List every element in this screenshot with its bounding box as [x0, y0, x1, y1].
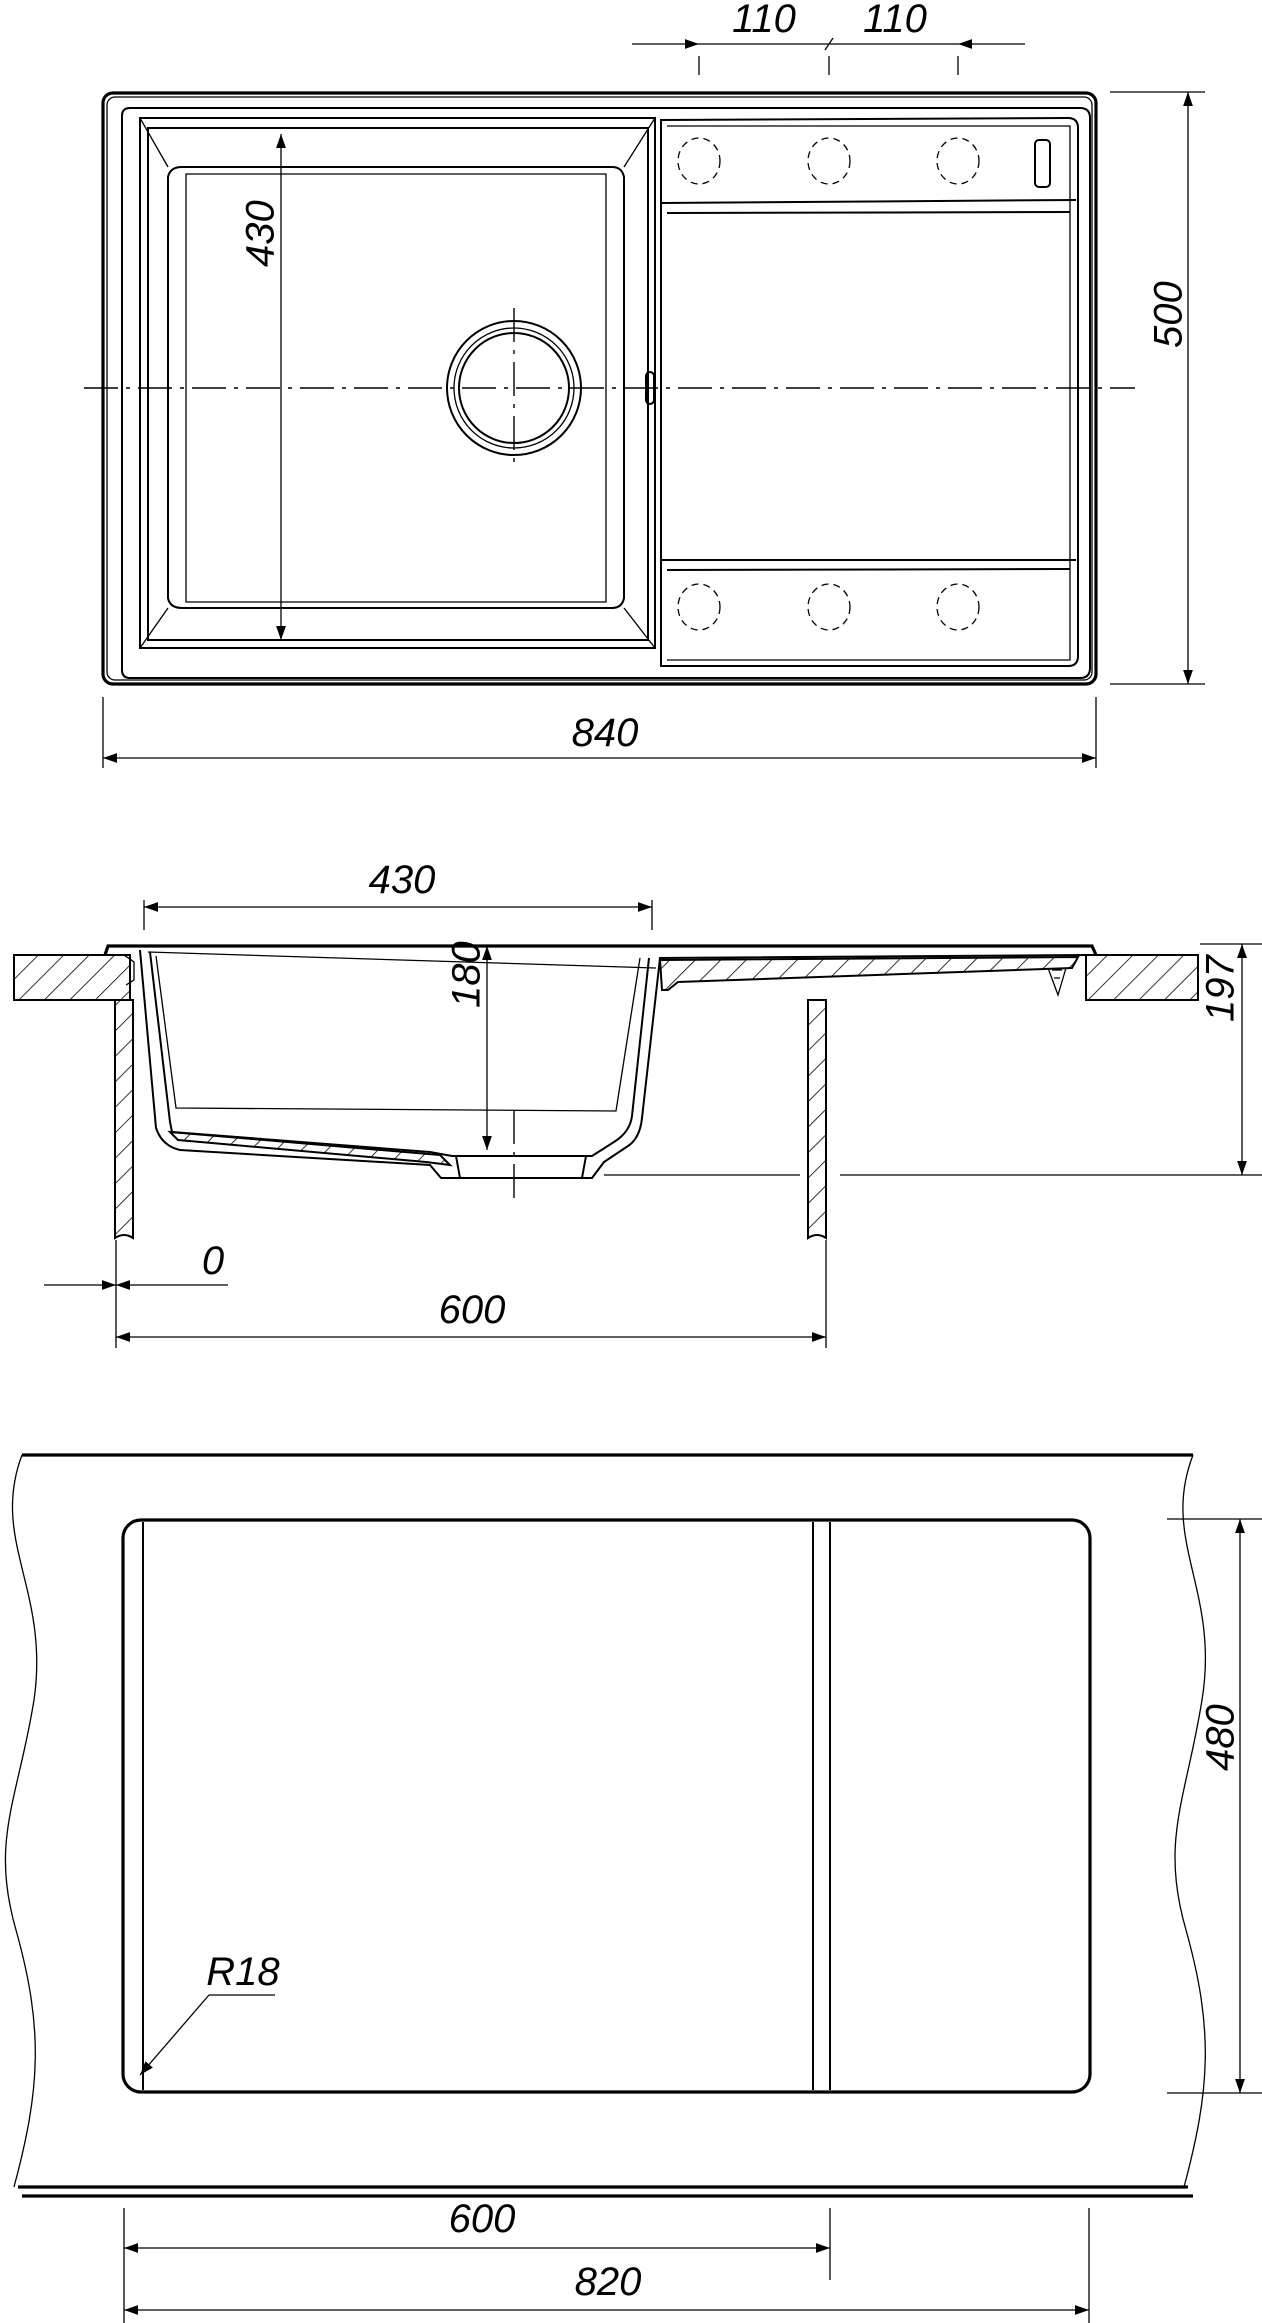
faucet-hole-icon: [677, 583, 721, 631]
faucet-hole-icon: [936, 583, 980, 631]
faucet-hole-icon: [807, 583, 851, 631]
cutout-view: R18 480 600 820: [4, 1453, 1262, 2323]
dim-corner-radius: R18: [206, 1950, 280, 1994]
overflow-detail-icon: [1047, 967, 1067, 998]
break-line-left: [4, 1454, 38, 2188]
dim-faucet-spacing-right: 110: [863, 0, 927, 41]
section-view: 430 180 197 0 600: [13, 858, 1262, 1348]
bowl-floor: [167, 166, 625, 609]
dim-offset: 0: [202, 1239, 224, 1283]
dim-bowl-depth-section: 180: [445, 941, 489, 1008]
dim-bowl-section-width: 600: [449, 2197, 516, 2241]
mounting-clip-icon: [123, 954, 135, 986]
drainboard: [660, 116, 1079, 667]
cabinet-wall-left: [114, 999, 134, 1240]
dim-bowl-width: 430: [369, 858, 436, 902]
faucet-holes-bottom: [677, 583, 980, 631]
faucet-holes-top: [677, 137, 980, 185]
dim-cabinet-width: 600: [439, 1288, 506, 1332]
countertop-right: [1085, 954, 1199, 1001]
cabinet-wall-right: [807, 999, 827, 1240]
dim-cutout-depth: 480: [1199, 1704, 1243, 1771]
top-view: 110 110 430 500 840: [84, 0, 1205, 768]
sink-inner-rim: [121, 107, 1091, 679]
faucet-hole-icon: [677, 137, 721, 185]
dispenser-slot-icon: [1034, 139, 1051, 188]
faucet-hole-icon: [807, 137, 851, 185]
countertop-left: [13, 954, 131, 1001]
sink-rim-section: [103, 944, 1098, 956]
drainboard-section: [658, 955, 1080, 991]
dim-cutout-width: 820: [575, 2260, 642, 2304]
break-line-right: [1174, 1454, 1207, 2188]
drain-outlet: [455, 1155, 587, 1179]
bowl-outer: [139, 117, 656, 649]
dim-bowl-depth: 430: [239, 200, 283, 267]
dim-total-height: 197: [1199, 954, 1243, 1022]
cutout-outline: [121, 1518, 1092, 2094]
dim-faucet-spacing-left: 110: [732, 0, 796, 41]
dim-overall-width: 840: [572, 711, 639, 755]
dim-overall-depth: 500: [1147, 281, 1191, 348]
faucet-hole-icon: [936, 137, 980, 185]
